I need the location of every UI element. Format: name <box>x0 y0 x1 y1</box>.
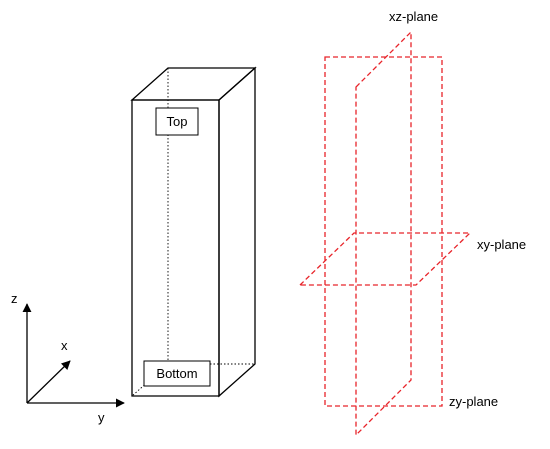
x-axis-label: x <box>61 338 68 353</box>
prism-front-face <box>131 99 220 397</box>
coordinate-axes: z x y <box>11 291 125 425</box>
xz-plane-label: xz-plane <box>389 9 438 24</box>
bottom-label-box: Bottom <box>143 360 211 387</box>
reference-planes: xz-plane xy-plane zy-plane <box>298 9 526 437</box>
bottom-label: Bottom <box>156 366 197 381</box>
x-axis-arrow <box>26 360 71 404</box>
top-label: Top <box>167 114 188 129</box>
y-axis-label: y <box>98 410 105 425</box>
rectangular-prism: Top Bottom <box>130 66 257 398</box>
top-label-box: Top <box>155 107 199 136</box>
zy-plane <box>324 56 443 407</box>
xy-plane <box>298 232 472 286</box>
zy-plane-label: zy-plane <box>449 394 498 409</box>
z-axis-label: z <box>11 291 18 306</box>
xz-plane <box>355 30 412 437</box>
xy-plane-label: xy-plane <box>477 237 526 252</box>
prism-right-face <box>218 66 256 398</box>
